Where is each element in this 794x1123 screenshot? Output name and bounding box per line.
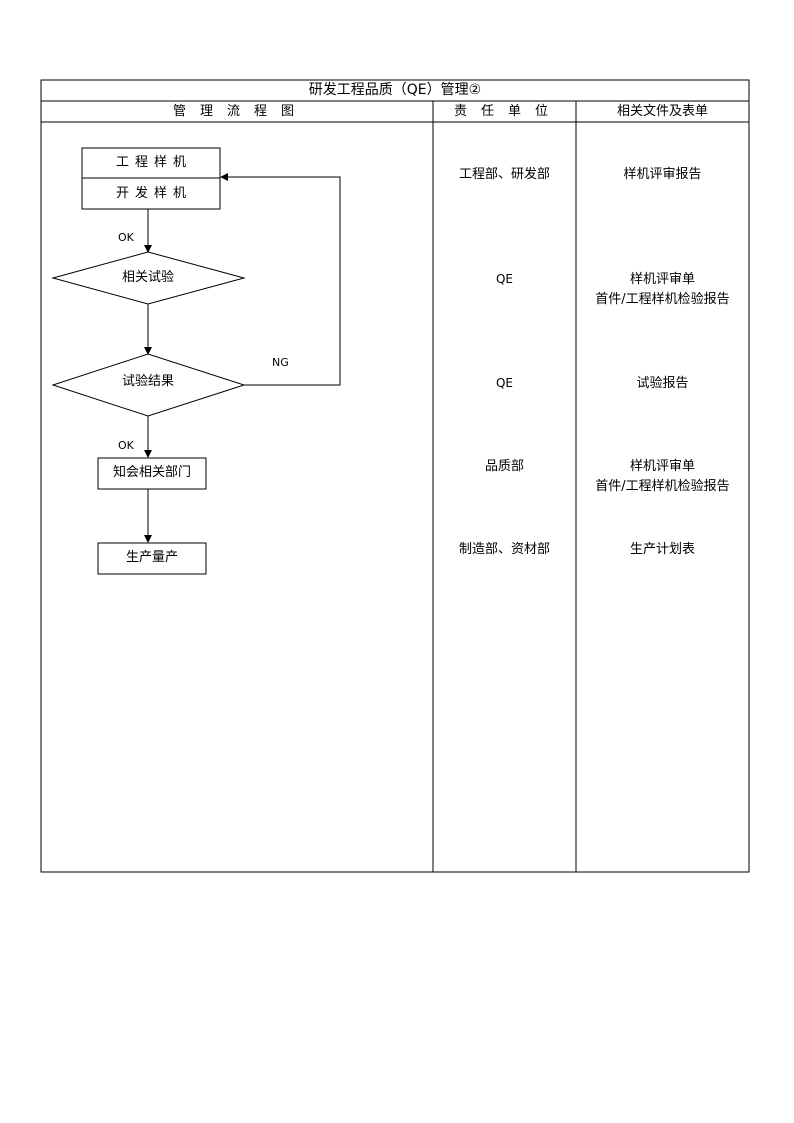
docs-row-4-line-2: 首件/工程样机检验报告: [595, 479, 730, 494]
ok-label-2: OK: [118, 439, 134, 452]
docs-row-5-line-1: 生产计划表: [629, 542, 695, 557]
decision-related-test: 相关试验: [121, 270, 174, 285]
header-flow: 管理流程图: [172, 104, 308, 119]
ng-loop-arrow: [220, 173, 341, 386]
mass-production: 生产量产: [125, 550, 178, 565]
docs-row-4-line-1: 样机评审单: [629, 459, 695, 474]
responsible-row-5: 制造部、资材部: [458, 542, 550, 557]
responsible-row-3: QE: [495, 376, 514, 390]
document-title: 研发工程品质（QE）管理②: [308, 82, 482, 98]
decision-test-shape: [51, 251, 246, 305]
box-development-sample: 开发样机: [115, 186, 192, 201]
decision-test-result: 试验结果: [121, 374, 174, 389]
mass-production-box: [97, 542, 207, 575]
docs-row-1-line-1: 样机评审报告: [623, 167, 702, 182]
notify-departments: 知会相关部门: [112, 465, 191, 480]
responsible-row-2: QE: [495, 272, 514, 286]
box-engineering-sample: 工程样机: [115, 155, 192, 170]
responsible-row-4: 品质部: [484, 459, 524, 474]
docs-row-2-line-1: 样机评审单: [629, 272, 695, 287]
notify-box: [97, 457, 207, 490]
header-responsible: 责任单位: [453, 104, 562, 119]
table-border: [40, 79, 750, 873]
ng-label: NG: [272, 356, 289, 369]
ok-label-1: OK: [118, 231, 134, 244]
header-docs: 相关文件及表单: [616, 104, 708, 119]
docs-row-2-line-2: 首件/工程样机检验报告: [595, 292, 730, 307]
docs-row-3-line-1: 试验报告: [636, 376, 689, 391]
responsible-row-1: 工程部、研发部: [458, 167, 550, 182]
